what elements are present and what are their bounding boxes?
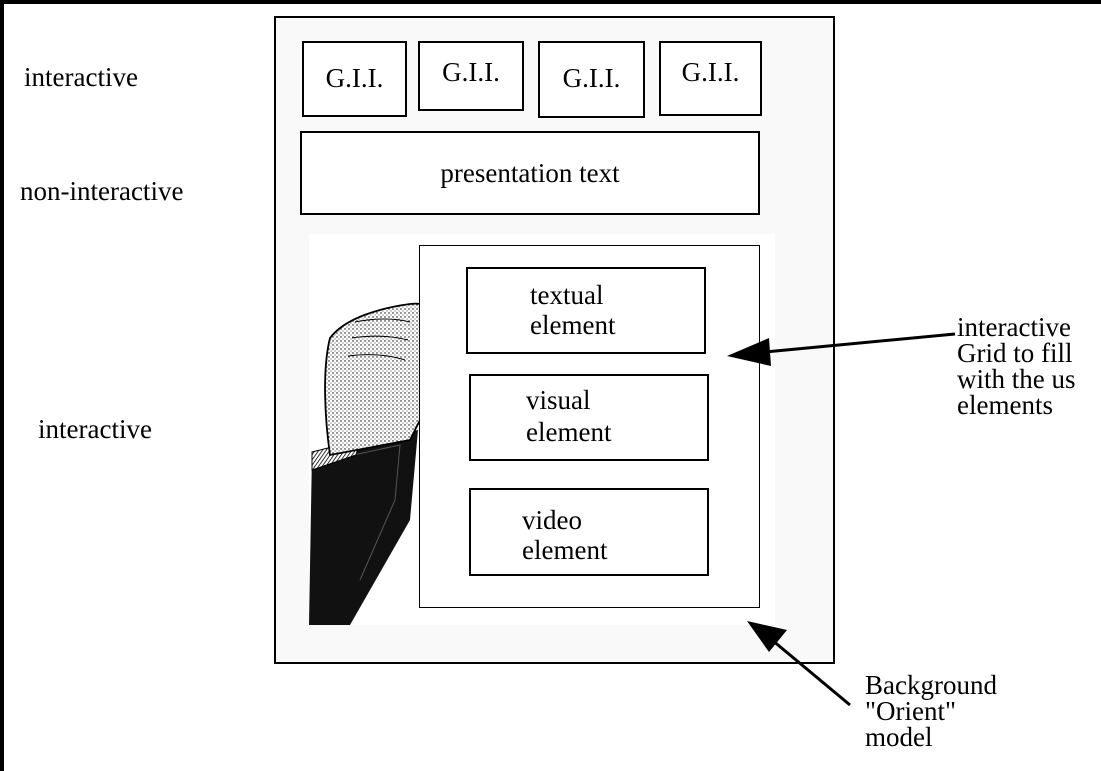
frame-top-border xyxy=(0,0,1101,4)
gii-button-4[interactable]: G.I.I. xyxy=(659,41,762,116)
grid-annotation-line2: Grid to fill xyxy=(957,338,1073,368)
frame-left-border xyxy=(0,0,4,771)
presentation-text-box: presentation text xyxy=(300,131,760,215)
gii-button-2[interactable]: G.I.I. xyxy=(418,41,524,111)
grid-annotation-line1: interactive xyxy=(957,314,1071,342)
visual-element-box[interactable]: visual element xyxy=(469,374,709,461)
background-annotation-line3: model xyxy=(865,722,933,752)
grid-arrow-line xyxy=(764,332,956,354)
background-arrow-line xyxy=(771,638,851,707)
video-element-line1: video xyxy=(522,505,582,535)
grid-annotation: interactive Grid to fill with the us ele… xyxy=(957,314,1101,418)
video-element-line2: element xyxy=(522,535,608,565)
background-annotation: Background "Orient" model xyxy=(865,670,997,752)
grid-arrow-head xyxy=(727,338,771,366)
grid-annotation-line3: with the us xyxy=(957,364,1076,394)
label-interactive-top: interactive xyxy=(24,62,138,92)
textual-element-box[interactable]: textual element xyxy=(466,267,706,354)
label-interactive-lower: interactive xyxy=(38,414,152,444)
visual-element-line2: element xyxy=(526,417,612,447)
grid-annotation-line4: elements xyxy=(957,390,1053,419)
label-non-interactive: non-interactive xyxy=(20,176,184,206)
gii-button-3[interactable]: G.I.I. xyxy=(538,41,645,118)
background-annotation-line2: "Orient" xyxy=(865,696,957,726)
textual-element-line1: textual xyxy=(530,280,604,310)
visual-element-line1: visual xyxy=(526,385,591,415)
video-element-box[interactable]: video element xyxy=(469,488,709,576)
gii-button-1[interactable]: G.I.I. xyxy=(302,41,407,117)
background-arrow-head xyxy=(747,621,787,652)
background-annotation-line1: Background xyxy=(865,670,997,700)
textual-element-line2: element xyxy=(530,310,616,340)
